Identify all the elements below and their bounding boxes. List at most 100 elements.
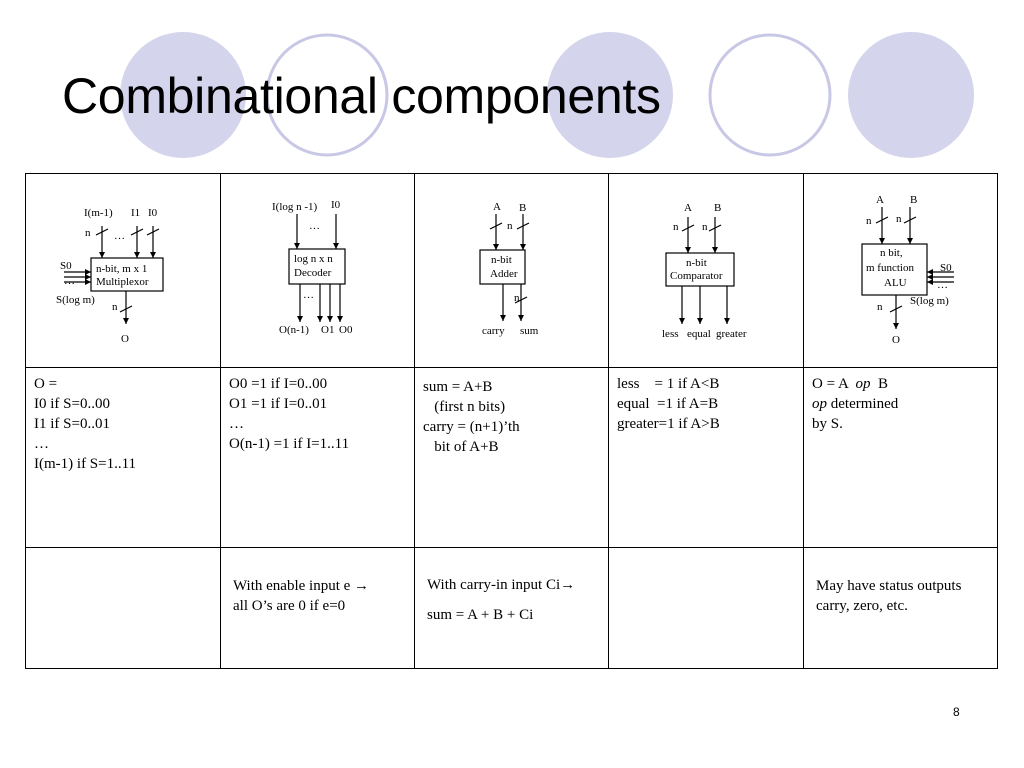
circle-filled xyxy=(848,32,974,158)
mux-function-line: I1 if S=0..01 xyxy=(34,416,110,432)
comparator-box-label-2: Comparator xyxy=(670,270,723,282)
comparator-a-label: A xyxy=(684,202,692,214)
adder-box-label-1: n-bit xyxy=(491,254,512,266)
comparator-function-line: equal =1 if A=B xyxy=(617,396,719,412)
mux-diagram-cell: I(m-1) I1 I0 n … S0 … S(log m) n-bit, m … xyxy=(26,174,221,368)
adder-carry-label: carry xyxy=(482,325,505,337)
mux-input-1-label: I1 xyxy=(131,207,140,219)
comparator-function-text: less = 1 if A<B equal =1 if A=B greater=… xyxy=(617,374,799,434)
comparator-function-line: less = 1 if A<B xyxy=(617,376,720,392)
adder-function-line: bit of A+B xyxy=(423,439,499,455)
alu-function-text: O = A op B op determined by S. xyxy=(812,374,993,434)
alu-diagram-cell: A B n n n bit, m function ALU S0 … S(log… xyxy=(804,174,997,368)
decoder-output-n1-label: O(n-1) xyxy=(279,324,309,336)
adder-function-text: sum = A+B (first n bits) carry = (n+1)’t… xyxy=(423,377,604,457)
decoder-output-1-label: O1 xyxy=(321,324,334,336)
adder-note-line: sum = A + B + Ci xyxy=(427,607,534,623)
adder-diagram: A B n n-bit Adder n carry sum xyxy=(479,201,539,337)
decoder-output-0-label: O0 xyxy=(339,324,353,336)
mux-select-slog-label: S(log m) xyxy=(56,294,95,306)
alu-function-lhs: O = A xyxy=(812,376,856,392)
decoder-note-line: With enable input e → xyxy=(233,578,370,594)
alu-a-width-label: n xyxy=(866,215,872,227)
mux-function-text: O = I0 if S=0..00 I1 if S=0..01 … I(m-1)… xyxy=(34,374,216,474)
alu-box-label-3: ALU xyxy=(884,277,907,289)
alu-function-cell: O = A op B op determined by S. xyxy=(804,368,997,548)
decoder-input-dots: … xyxy=(309,220,320,232)
alu-op-symbol: op xyxy=(855,376,871,392)
mux-box-label-2: Multiplexor xyxy=(96,276,149,288)
adder-note-text: With carry-in input Ci→ sum = A + B + Ci xyxy=(427,575,604,625)
adder-sum-label: sum xyxy=(520,325,539,337)
alu-function-rhs: B xyxy=(870,376,888,392)
mux-width-label: n xyxy=(85,227,91,239)
comparator-box-label-1: n-bit xyxy=(686,257,707,269)
alu-select-dots: … xyxy=(937,279,948,291)
mux-function-cell: O = I0 if S=0..00 I1 if S=0..01 … I(m-1)… xyxy=(26,368,221,548)
mux-output-width-label: n xyxy=(112,301,118,313)
adder-note-line: With carry-in input Ci→ xyxy=(427,577,576,593)
alu-function-line: O = A op B xyxy=(812,374,993,394)
alu-note-line: May have status outputs xyxy=(816,578,962,594)
alu-function-line: by S. xyxy=(812,416,843,432)
decoder-function-line: O(n-1) =1 if I=1..11 xyxy=(229,436,350,452)
mux-note-cell xyxy=(26,548,221,668)
adder-width-label: n xyxy=(507,220,513,232)
alu-select-slog-label: S(log m) xyxy=(910,295,949,307)
comparator-note-cell xyxy=(609,548,804,668)
mux-box-label-1: n-bit, m x 1 xyxy=(96,263,147,275)
mux-input-0-label: I0 xyxy=(148,207,158,219)
multiplexor-diagram: I(m-1) I1 I0 n … S0 … S(log m) n-bit, m … xyxy=(56,207,164,345)
alu-box-label-1: n bit, xyxy=(880,247,903,259)
decoder-function-line: O1 =1 if I=0..01 xyxy=(229,396,328,412)
slide-title: Combinational components xyxy=(62,68,661,124)
decoder-function-cell: O0 =1 if I=0..00 O1 =1 if I=0..01 … O(n-… xyxy=(221,368,415,548)
mux-select-s0-label: S0 xyxy=(60,260,72,272)
adder-output-width-label: n xyxy=(514,292,520,304)
adder-diagram-cell: A B n n-bit Adder n carry sum xyxy=(415,174,609,368)
comparator-function-cell: less = 1 if A<B equal =1 if A=B greater=… xyxy=(609,368,804,548)
adder-function-cell: sum = A+B (first n bits) carry = (n+1)’t… xyxy=(415,368,609,548)
comparator-diagram: A B n n n-bit Comparator less equal grea… xyxy=(662,202,747,340)
decoder-input-0-label: I0 xyxy=(331,199,341,211)
mux-function-line: I0 if S=0..00 xyxy=(34,396,110,412)
alu-b-label: B xyxy=(910,194,917,206)
circle-outline xyxy=(265,33,389,157)
alu-output-width-label: n xyxy=(877,301,883,313)
comparator-diagram-cell: A B n n n-bit Comparator less equal grea… xyxy=(609,174,804,368)
decoder-box-label-1: log n x n xyxy=(294,253,333,265)
decorative-circles xyxy=(120,32,974,158)
mux-input-m1-label: I(m-1) xyxy=(84,207,113,219)
circle-outline xyxy=(708,33,832,157)
page-number: 8 xyxy=(953,705,960,719)
mux-output-label: O xyxy=(121,333,129,345)
circle-filled xyxy=(547,32,673,158)
alu-note-cell: May have status outputs carry, zero, etc… xyxy=(804,548,997,668)
decoder-input-label: I(log n -1) xyxy=(272,201,318,213)
alu-note-text: May have status outputs carry, zero, etc… xyxy=(816,576,993,616)
alu-function-line: op determined xyxy=(812,394,993,414)
decoder-note-line: all O’s are 0 if e=0 xyxy=(233,598,346,614)
comparator-less-label: less xyxy=(662,328,679,340)
decoder-note-cell: With enable input e → all O’s are 0 if e… xyxy=(221,548,415,668)
decoder-box-label-2: Decoder xyxy=(294,267,332,279)
mux-dots: … xyxy=(114,230,125,242)
decoder-note-text: With enable input e → all O’s are 0 if e… xyxy=(233,576,410,616)
adder-function-line: sum = A+B xyxy=(423,379,493,395)
alu-op-word: op xyxy=(812,396,827,412)
adder-b-label: B xyxy=(519,202,526,214)
alu-note-line: carry, zero, etc. xyxy=(816,598,908,614)
comparator-equal-label: equal xyxy=(687,328,711,340)
alu-select-s0-label: S0 xyxy=(940,262,952,274)
alu-output-label: O xyxy=(892,334,900,346)
decoder-function-line: … xyxy=(229,416,244,432)
circle-filled xyxy=(120,32,246,158)
mux-function-line: O = xyxy=(34,376,58,392)
comparator-b-width-label: n xyxy=(702,221,708,233)
decoder-function-text: O0 =1 if I=0..00 O1 =1 if I=0..01 … O(n-… xyxy=(229,374,410,454)
adder-function-line: (first n bits) xyxy=(423,399,506,415)
adder-box-label-2: Adder xyxy=(490,268,518,280)
decoder-diagram-cell: I(log n -1) I0 … log n x n Decoder … O(n… xyxy=(221,174,415,368)
mux-function-line: … xyxy=(34,436,49,452)
comparator-a-width-label: n xyxy=(673,221,679,233)
